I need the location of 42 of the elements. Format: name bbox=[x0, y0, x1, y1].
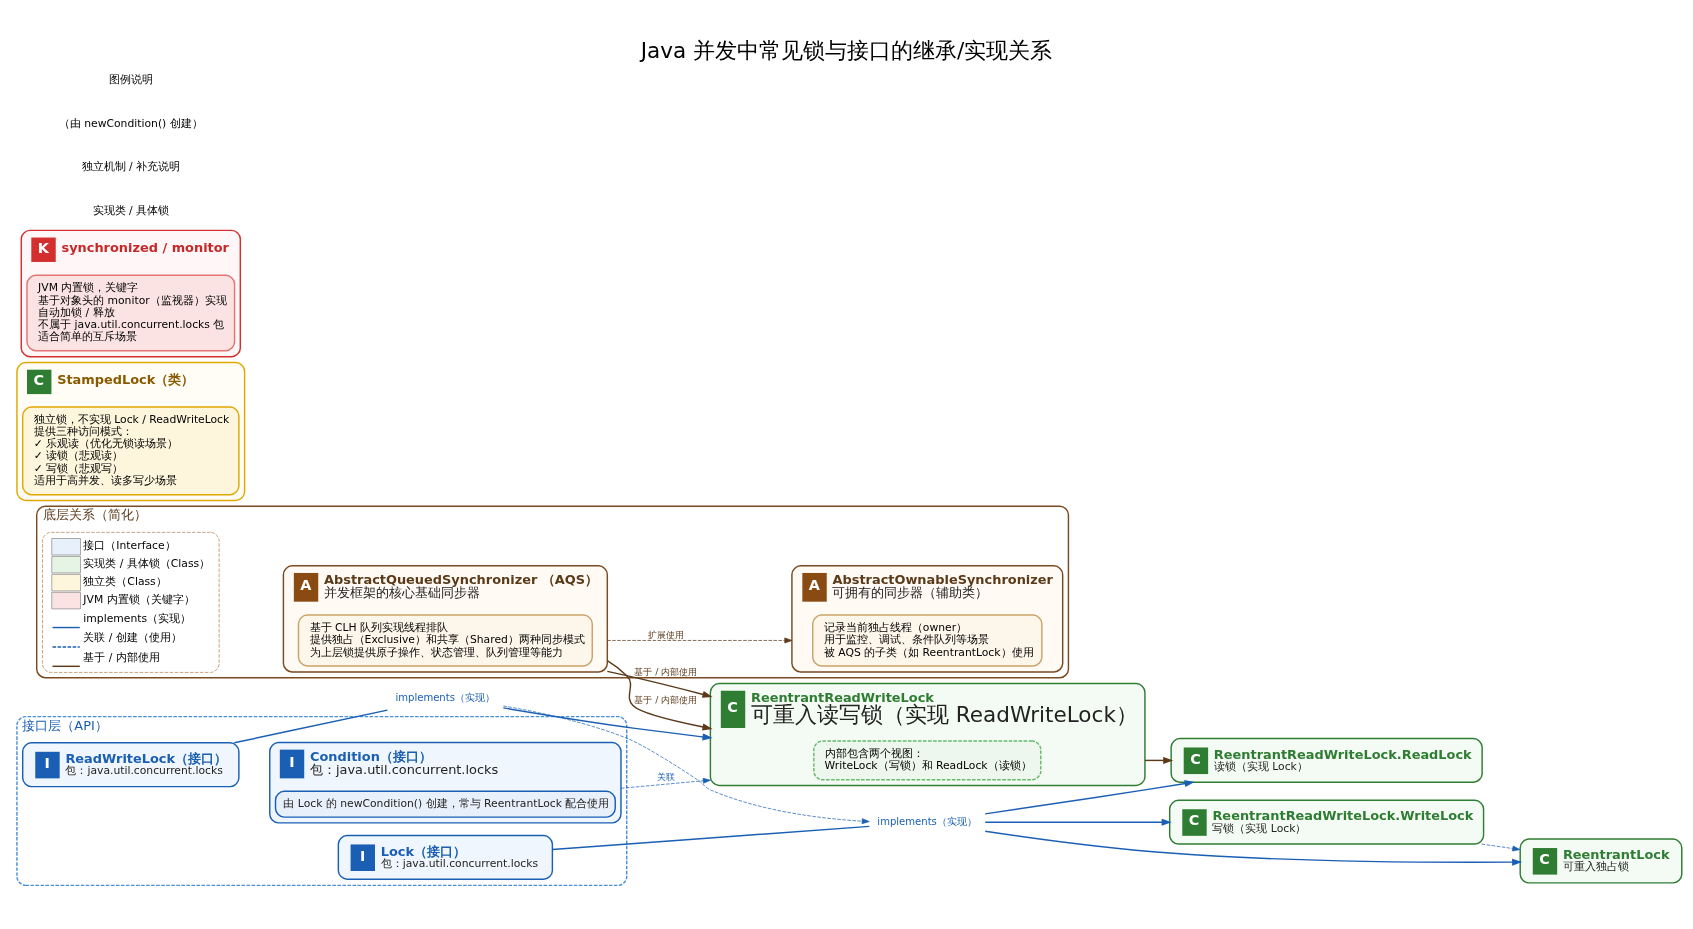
node-box: I ReadWriteLock（接口） 包：java.util.concurrent.locks bbox=[21, 742, 240, 788]
label: 实现类 / 具体锁 bbox=[92, 204, 170, 218]
node-box: I Lock（接口） 包：java.util.concurrent.locks bbox=[337, 834, 554, 880]
label: 图例说明 bbox=[108, 72, 153, 86]
node-box: JVM 内置锁，关键字 基于对象头的 monitor（监视器）实现 自动加锁 / 释放 不属于 java.util.concurrent.locks 包 适合简单的互斥场景 bbox=[26, 274, 236, 352]
node-box: 记录当前独占线程（owner） 用于监控、调试、条件队列等场景 被 AQS 的子类（如 ReentrantLock）使用 bbox=[812, 614, 1043, 667]
edge-label: 基于 / 内部使用 bbox=[634, 694, 698, 706]
node-text: implements（实现） bbox=[877, 815, 977, 827]
node-box: C ReentrantLock 可重入独占锁 bbox=[1519, 838, 1683, 884]
legend-label: 实现类 / 具体锁（Class） bbox=[83, 557, 211, 571]
legend-label: 基于 / 内部使用 bbox=[83, 650, 160, 664]
legend-label: 独立类（Class） bbox=[83, 575, 167, 589]
arrow bbox=[503, 705, 870, 825]
node-box: C ReentrantReadWriteLock.WriteLock 写锁（实现 Lock） bbox=[1169, 799, 1485, 845]
arrow bbox=[620, 777, 711, 789]
arrow bbox=[984, 830, 1523, 866]
node-text: implements（实现） bbox=[395, 691, 495, 703]
label: （由 newCondition() 创建） bbox=[58, 116, 203, 130]
arrow bbox=[984, 818, 1172, 826]
legend-label: implements（实现） bbox=[83, 611, 192, 625]
node-box: 独立锁，不实现 Lock / ReadWriteLock 提供三种访问模式： ✓ 乐观读（优化无锁读场景） ✓ 读锁（悲观读） ✓ 写锁（悲观写） 适用于高并发、读多写少场景 bbox=[21, 406, 240, 496]
arrow bbox=[606, 637, 793, 644]
node-box: 由 Lock 的 newCondition() 创建，常与 ReentrantLock 配合使用 bbox=[274, 790, 616, 818]
edge-label: 基于 / 内部使用 bbox=[634, 666, 698, 678]
connector bbox=[233, 709, 389, 744]
node-box: C ReentrantReadWriteLock.ReadLock 读锁（实现 Lock） bbox=[1170, 737, 1483, 784]
arrow bbox=[984, 780, 1195, 815]
arrow bbox=[606, 659, 713, 731]
arrow bbox=[1481, 843, 1521, 852]
node-box: 内部包含两个视图： WriteLock（写锁）和 ReadLock（读锁） bbox=[813, 740, 1042, 781]
arrow bbox=[502, 707, 713, 741]
arrow bbox=[606, 670, 713, 698]
diagram-title: Java 并发中常见锁与接口的继承/实现关系 bbox=[640, 37, 1053, 63]
node-box: 基于 CLH 队列实现线程排队 提供独占（Exclusive）和共享（Shared）两种同步模式 为上层锁提供原子操作、状态管理、队列管理等能力 bbox=[297, 614, 593, 667]
legend-label: 关联 / 创建（使用） bbox=[83, 631, 182, 645]
legend-label: JVM 内置锁（关键字） bbox=[83, 593, 195, 607]
arrow bbox=[1144, 756, 1174, 764]
edge-label: 关联 bbox=[656, 771, 675, 783]
legend-label: 接口（Interface） bbox=[83, 539, 176, 553]
label: 独立机制 / 补充说明 bbox=[81, 160, 181, 174]
edge-label: 扩展使用 bbox=[647, 628, 684, 640]
connector bbox=[551, 825, 870, 851]
